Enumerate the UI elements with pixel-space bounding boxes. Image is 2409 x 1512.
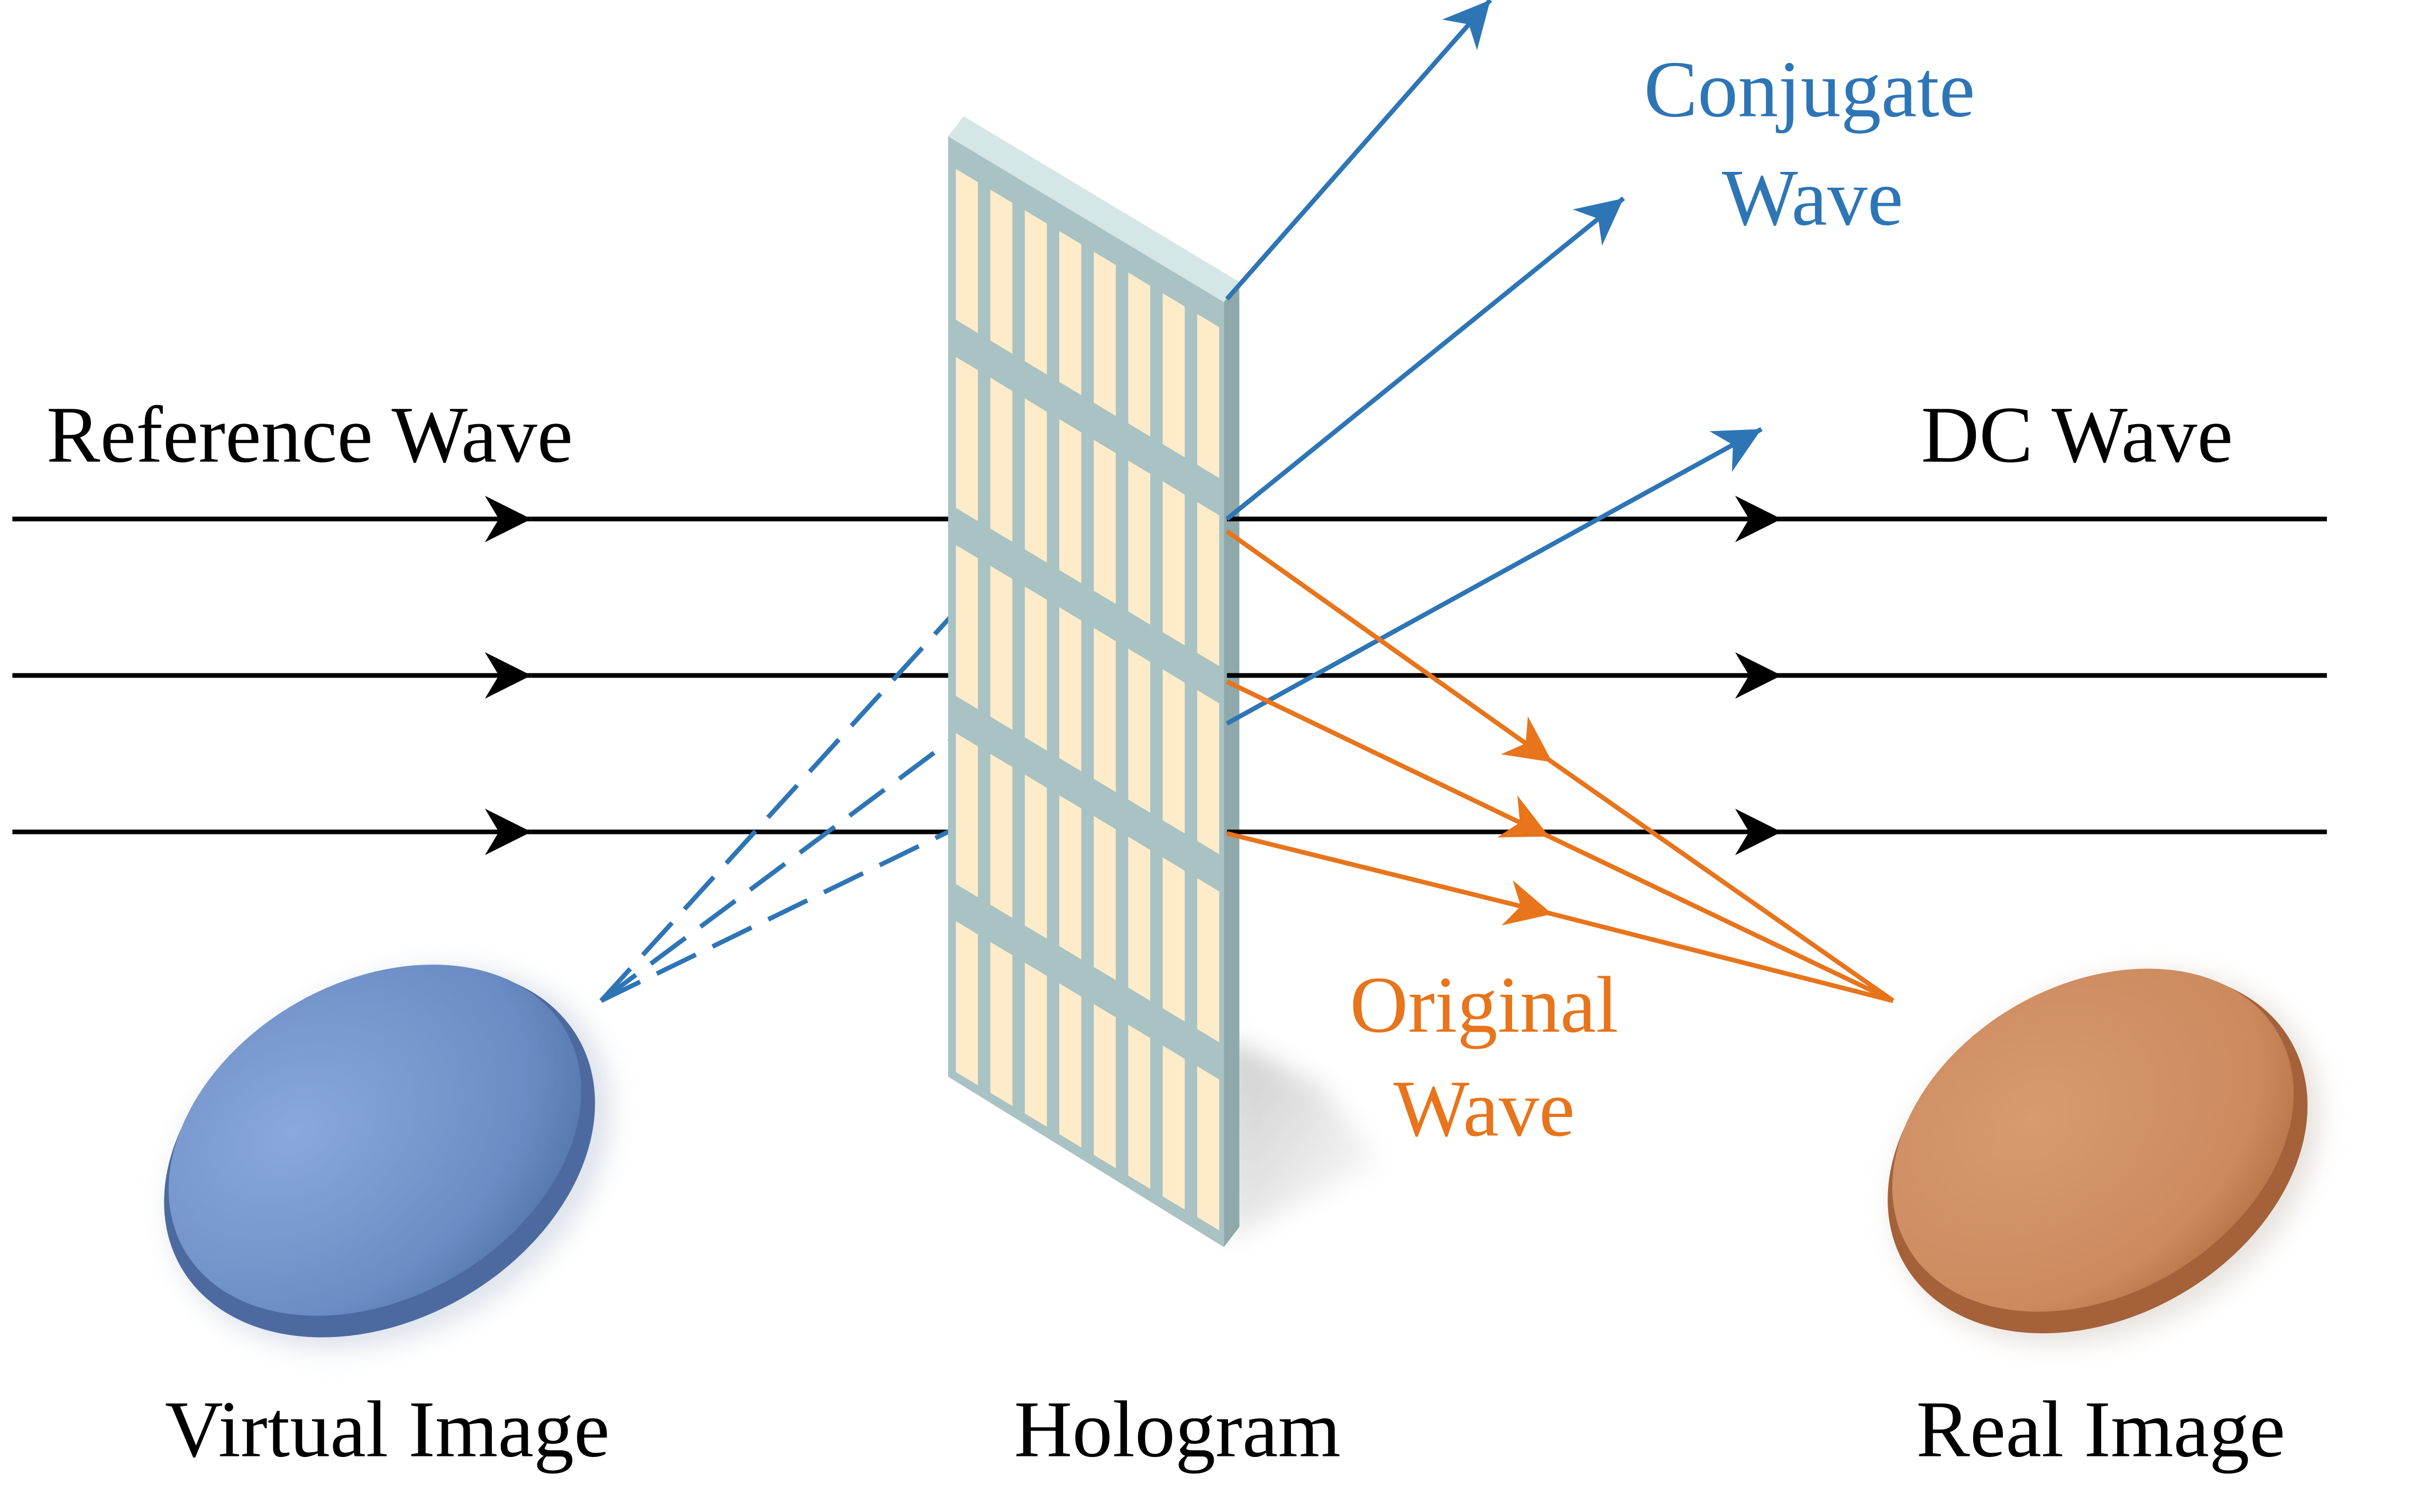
hologram-cell: [956, 733, 978, 897]
virtual-image-disc: [164, 964, 612, 1350]
hologram-cell: [1024, 586, 1047, 751]
hologram-cell: [1162, 293, 1185, 457]
hologram-cell: [990, 378, 1013, 542]
hologram-cell: [1128, 460, 1150, 625]
hologram-cell: [956, 169, 978, 333]
hologram-cell: [1162, 857, 1185, 1022]
real-image-disc: [1888, 968, 2321, 1345]
hologram-cell: [1197, 314, 1220, 478]
hologram-cell: [1094, 1004, 1116, 1168]
hologram-cell: [1128, 272, 1150, 437]
hologram-cell: [990, 189, 1013, 354]
hologram-cell: [1094, 252, 1116, 416]
hologram-cell: [1094, 628, 1116, 792]
original-wave-label-line2: Wave: [1394, 1064, 1575, 1153]
dc-wave-lines: [1226, 496, 2327, 855]
hologram-cell: [1128, 1024, 1150, 1189]
hologram-cell: [1197, 1066, 1220, 1231]
hologram-cell: [1059, 231, 1082, 396]
hologram-cell: [1024, 210, 1047, 375]
real-image-label: Real Image: [1916, 1385, 2285, 1474]
hologram-cell: [1197, 502, 1220, 666]
hologram-cell: [1094, 439, 1116, 604]
hologram-cell: [1059, 607, 1082, 772]
conjugate-wave-label-line1: Conjugate: [1644, 44, 1975, 134]
original-wave-label-line1: Original: [1350, 960, 1618, 1049]
hologram-cell: [1162, 481, 1185, 646]
hologram-cell: [990, 565, 1013, 730]
hologram-cell: [1024, 774, 1047, 939]
hologram-shadow: [1226, 1038, 1379, 1240]
original-wave-rays: [1225, 529, 1895, 1003]
hologram-cell: [1059, 983, 1082, 1148]
conjugate-wave-label-line2: Wave: [1722, 153, 1903, 242]
hologram-cell: [956, 921, 978, 1086]
hologram-cell: [956, 545, 978, 709]
hologram-cell: [1024, 963, 1047, 1127]
hologram-cell: [956, 356, 978, 521]
reference-wave-label: Reference Wave: [47, 390, 573, 479]
hologram-cell: [1197, 878, 1220, 1042]
virtual-image-label: Virtual Image: [165, 1385, 610, 1474]
hologram-cell: [1162, 669, 1185, 834]
reference-wave-lines: [12, 496, 1020, 855]
hologram-cell: [990, 754, 1013, 918]
hologram-cell: [1128, 837, 1150, 1001]
dc-wave-label: DC Wave: [1921, 390, 2233, 479]
hologram-cell: [1197, 690, 1220, 855]
hologram-cells: [956, 169, 1220, 1231]
hologram-plate: [948, 116, 1240, 1248]
hologram-cell: [1094, 815, 1116, 980]
hologram-label: Hologram: [1014, 1385, 1341, 1474]
hologram-cell: [1162, 1045, 1185, 1210]
hologram-cell: [1128, 648, 1150, 813]
hologram-cell: [1024, 398, 1047, 563]
hologram-cell: [990, 941, 1013, 1106]
conjugate-wave-arrows: [1225, 0, 1763, 726]
hologram-cell: [1059, 419, 1082, 583]
hologram-cell: [1059, 795, 1082, 960]
